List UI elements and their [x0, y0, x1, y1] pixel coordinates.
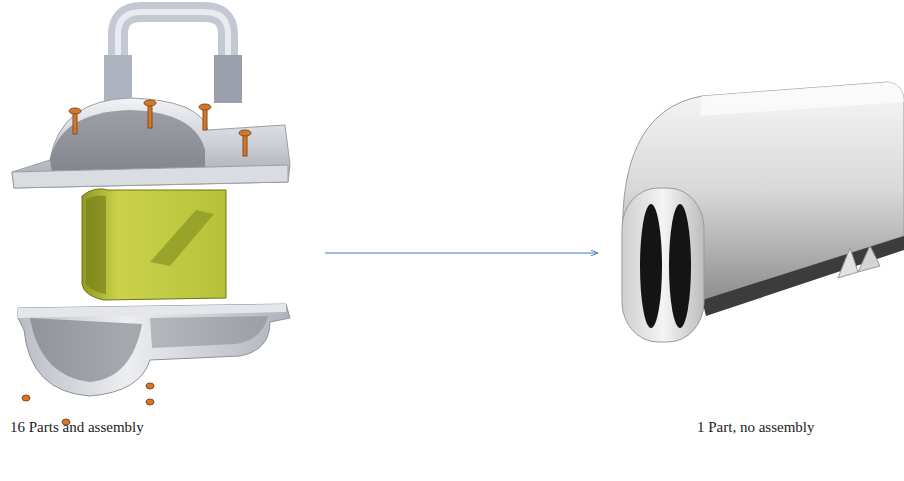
handle-bracket — [104, 12, 242, 103]
screw — [148, 104, 152, 128]
screw — [203, 108, 207, 130]
caption-text: 1 Part, no assembly — [697, 418, 815, 436]
screw — [239, 130, 251, 136]
lower-shell — [150, 316, 268, 348]
inner-panel — [150, 210, 214, 266]
duct-part — [702, 236, 904, 316]
inner-panel — [86, 196, 106, 295]
flow-arrow — [325, 252, 598, 253]
duct-part — [622, 82, 904, 342]
lower-shell — [30, 318, 142, 382]
screw — [243, 134, 247, 156]
caption-text: 16 Parts and assembly — [10, 418, 144, 436]
lower-shell — [18, 304, 290, 396]
handle-bracket — [118, 12, 228, 100]
illustration-panel: 1 Part, no assembly — [598, 0, 904, 445]
screw — [69, 108, 81, 114]
screw — [199, 104, 211, 110]
screw — [144, 100, 156, 106]
handle-bracket — [214, 55, 242, 103]
nut — [22, 395, 30, 401]
upper-shell — [12, 165, 288, 188]
illustration-panel: 16 Parts and assembly — [8, 0, 325, 445]
nut — [22, 383, 154, 425]
duct-part — [669, 204, 691, 328]
inner-panel — [82, 189, 226, 300]
screw — [73, 112, 77, 134]
lower-shell — [18, 304, 290, 396]
duct-part — [700, 82, 904, 116]
lower-shell — [18, 304, 286, 318]
handle-bracket — [104, 55, 132, 103]
inner-panel — [82, 189, 226, 300]
duct-part — [622, 188, 704, 342]
duct-part — [640, 204, 662, 328]
nut — [146, 383, 154, 389]
upper-shell — [50, 110, 205, 172]
duct-part — [858, 246, 880, 272]
screw — [69, 100, 251, 156]
handle-bracket — [118, 12, 228, 100]
upper-shell — [12, 98, 290, 188]
upper-shell — [12, 98, 290, 188]
duct-part — [838, 248, 858, 278]
nut — [146, 399, 154, 405]
